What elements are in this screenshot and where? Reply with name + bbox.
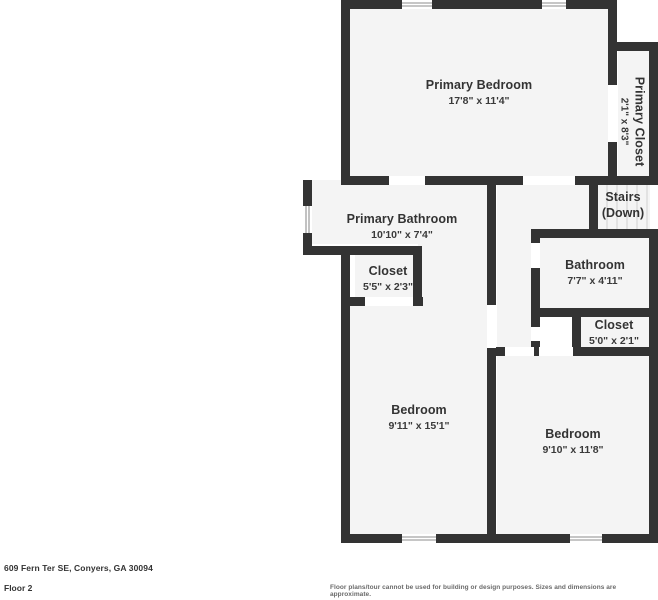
- wall-exterior-bottom-c: [607, 534, 658, 543]
- wall-primary-bedroom-bottom-c: [575, 176, 658, 185]
- wall-exterior-top-c: [571, 0, 617, 9]
- wall-closet-primary-bottom-b: [413, 297, 423, 306]
- wall-exterior-left-lower: [341, 255, 350, 543]
- wall-exterior-right-lower: [649, 229, 658, 543]
- door-closet-primary: [365, 297, 413, 306]
- room-fill-bedroom-left: [345, 304, 492, 536]
- wall-primary-bedroom-bottom-b: [425, 176, 523, 185]
- windows: [303, 0, 607, 543]
- window-bedroom-left-bottom: [397, 534, 441, 543]
- room-fill-hall-lower: [497, 232, 537, 355]
- room-fill-bathroom: [540, 235, 650, 313]
- wall-exterior-top-a: [341, 0, 397, 9]
- wall-hall-right-upper: [487, 180, 496, 305]
- door-primary-closet: [608, 85, 617, 142]
- property-address: 609 Fern Ter SE, Conyers, GA 30094: [4, 563, 153, 573]
- wall-primary-closet-left-a: [608, 47, 617, 85]
- room-fill-hall: [497, 180, 597, 232]
- wall-closet-primary-bottom-a: [341, 297, 365, 306]
- wall-bedroom-divider: [487, 348, 496, 543]
- wall-exterior-top-b: [437, 0, 537, 9]
- room-fill-primary-bedroom: [345, 4, 613, 176]
- room-fills: [310, 4, 650, 536]
- room-fill-primary-closet: [618, 47, 650, 176]
- room-fill-primary-bathroom: [310, 180, 495, 244]
- wall-exterior-bottom-b: [441, 534, 565, 543]
- window-primary-bathroom-left: [303, 202, 312, 237]
- wall-primary-closet-right: [649, 42, 658, 180]
- wall-hall-lower-left: [531, 313, 540, 327]
- wall-bedroom-right-top-a: [487, 347, 505, 356]
- disclaimer-text: Floor plans/tour cannot be used for buil…: [330, 584, 617, 598]
- room-fill-stairs: [597, 183, 650, 231]
- door-hall-to-bedroom-right: [531, 327, 540, 341]
- room-fill-closet-primary: [355, 252, 418, 304]
- wall-primary-closet-top: [608, 42, 658, 51]
- wall-primary-closet-left-b: [608, 142, 617, 180]
- walls: [303, 0, 658, 543]
- wall-closet-hall-left: [572, 308, 581, 356]
- wall-closet-primary-top: [352, 246, 418, 255]
- wall-bathroom-bottom-b: [572, 308, 658, 317]
- door-openings: [365, 85, 617, 356]
- window-primary-bedroom-top-2: [537, 0, 571, 9]
- door-hall-to-bedroom-left: [487, 305, 496, 348]
- wall-exterior-left-upper: [341, 0, 350, 180]
- wall-exterior-bottom-a: [341, 534, 397, 543]
- window-bedroom-right-bottom: [565, 534, 607, 543]
- stairs-tread-lines: [606, 184, 648, 230]
- wall-primary-bedroom-right-top: [608, 0, 617, 47]
- floor-plan-canvas: Primary Bedroom 17'8" x 11'4" Primary Cl…: [303, 0, 658, 543]
- wall-bathroom-top: [531, 229, 658, 238]
- wall-primary-bathroom-bottom-left: [303, 246, 358, 255]
- wall-primary-bedroom-bottom-a: [341, 176, 389, 185]
- window-primary-bedroom-top-1: [397, 0, 437, 9]
- floor-plan-svg: [303, 0, 658, 543]
- room-fill-bedroom-right: [497, 355, 650, 536]
- wall-bathroom-left-b: [531, 268, 540, 314]
- door-primary-bedroom-to-hall: [523, 176, 575, 185]
- wall-bedroom-right-top-c: [573, 347, 658, 356]
- wall-closet-primary-right: [413, 246, 422, 304]
- door-bedroom-right-entry: [505, 347, 534, 356]
- door-primary-bedroom-to-bath: [389, 176, 425, 185]
- wall-bathroom-bottom-a: [531, 308, 572, 317]
- room-fill-primary-bathroom-lower: [418, 244, 495, 304]
- wall-primary-bathroom-left-a: [303, 180, 312, 202]
- room-fill-closet-hall: [578, 315, 650, 353]
- floor-label: Floor 2: [4, 583, 33, 593]
- door-bathroom: [531, 243, 540, 268]
- wall-stairs-left: [589, 180, 598, 232]
- wall-hall-lower-left-b: [531, 341, 540, 356]
- door-closet-hall: [539, 347, 573, 356]
- footer: 609 Fern Ter SE, Conyers, GA 30094 Floor…: [0, 552, 658, 600]
